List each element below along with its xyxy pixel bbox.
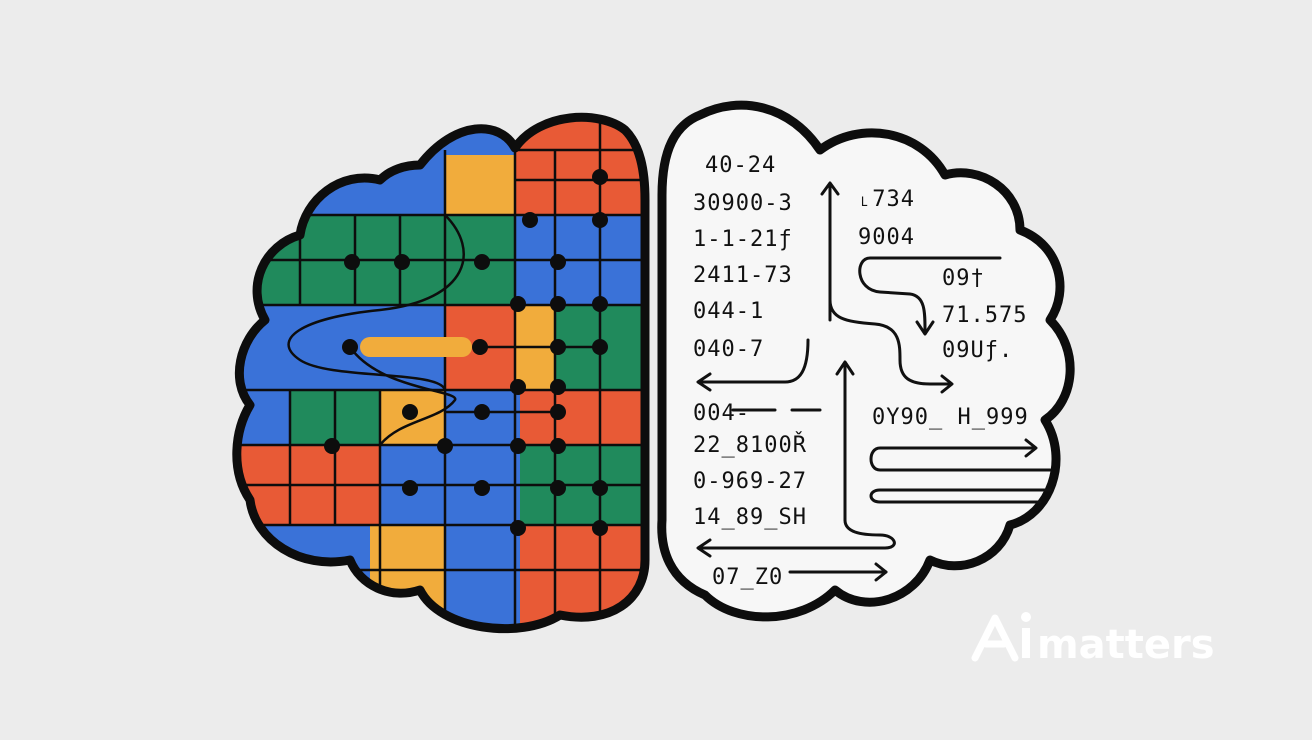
code-line: 30900-3 <box>693 191 793 216</box>
code-line: 004- <box>693 401 750 426</box>
code-line: 40-24 <box>705 153 776 178</box>
code-line: 14_89_SH <box>693 505 807 530</box>
code-line: 09Uƒ. <box>942 338 1013 363</box>
code-line: 71.575 <box>942 303 1027 328</box>
code-line: 044-1 <box>693 299 764 324</box>
code-line: ˪734 <box>858 187 915 212</box>
node-dots <box>324 169 608 536</box>
ai-logo-mark <box>971 612 1031 662</box>
code-line: 09† <box>942 266 985 291</box>
code-column-left: 40-24 30900-3 1-1-21ƒ 2411-73 044-1 040-… <box>693 153 807 590</box>
brand-logo: matters <box>971 612 1215 668</box>
left-hemisphere <box>232 112 650 634</box>
code-line: 9004 <box>858 225 915 250</box>
brand-wordmark: matters <box>1037 622 1215 668</box>
code-line: 2411-73 <box>693 263 793 288</box>
code-column-right: ˪734 9004 09† 71.575 09Uƒ. 0Y90_ H_999 <box>858 187 1029 430</box>
code-line: 040-7 <box>693 337 764 362</box>
code-line: 07_Z0 <box>712 565 783 590</box>
code-line: 22_8100Ř <box>693 432 807 458</box>
code-line: 1-1-21ƒ <box>693 227 793 252</box>
flow-arrows <box>696 181 1052 582</box>
code-line: 0Y90_ H_999 <box>872 405 1029 430</box>
code-line: 0-969-27 <box>693 469 807 494</box>
right-hemisphere: 40-24 30900-3 1-1-21ƒ 2411-73 044-1 040-… <box>657 100 1075 622</box>
